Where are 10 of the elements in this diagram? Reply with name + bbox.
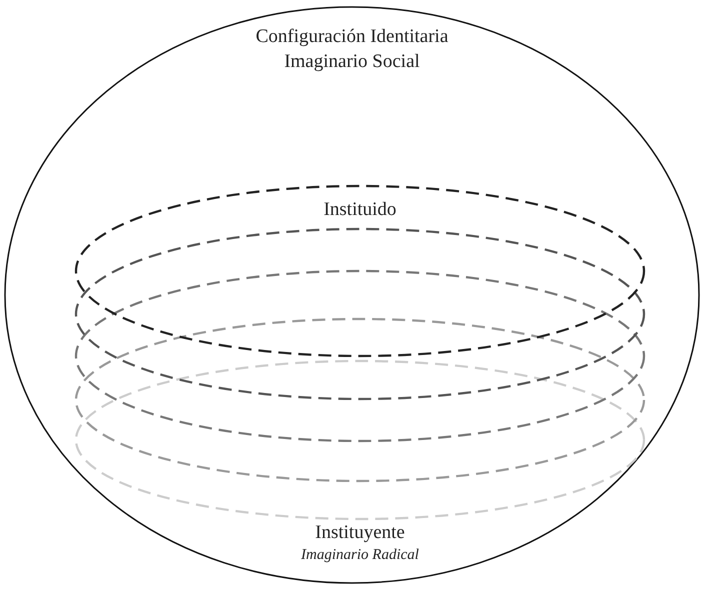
heading: Instituido: [322, 198, 398, 222]
dashed-ellipse: [75, 318, 645, 482]
dashed-ellipse: [75, 360, 645, 520]
ellipse-boundary: [4, 6, 700, 584]
dashed-ellipse: [75, 270, 645, 442]
heading: Configuración Identitaria Imaginario Social: [254, 25, 450, 74]
label: Instituyente: [314, 522, 406, 544]
sub-label: Imaginario Radical: [300, 547, 420, 564]
dashed-ellipse: [75, 185, 645, 357]
dashed-ellipse: [75, 228, 645, 400]
